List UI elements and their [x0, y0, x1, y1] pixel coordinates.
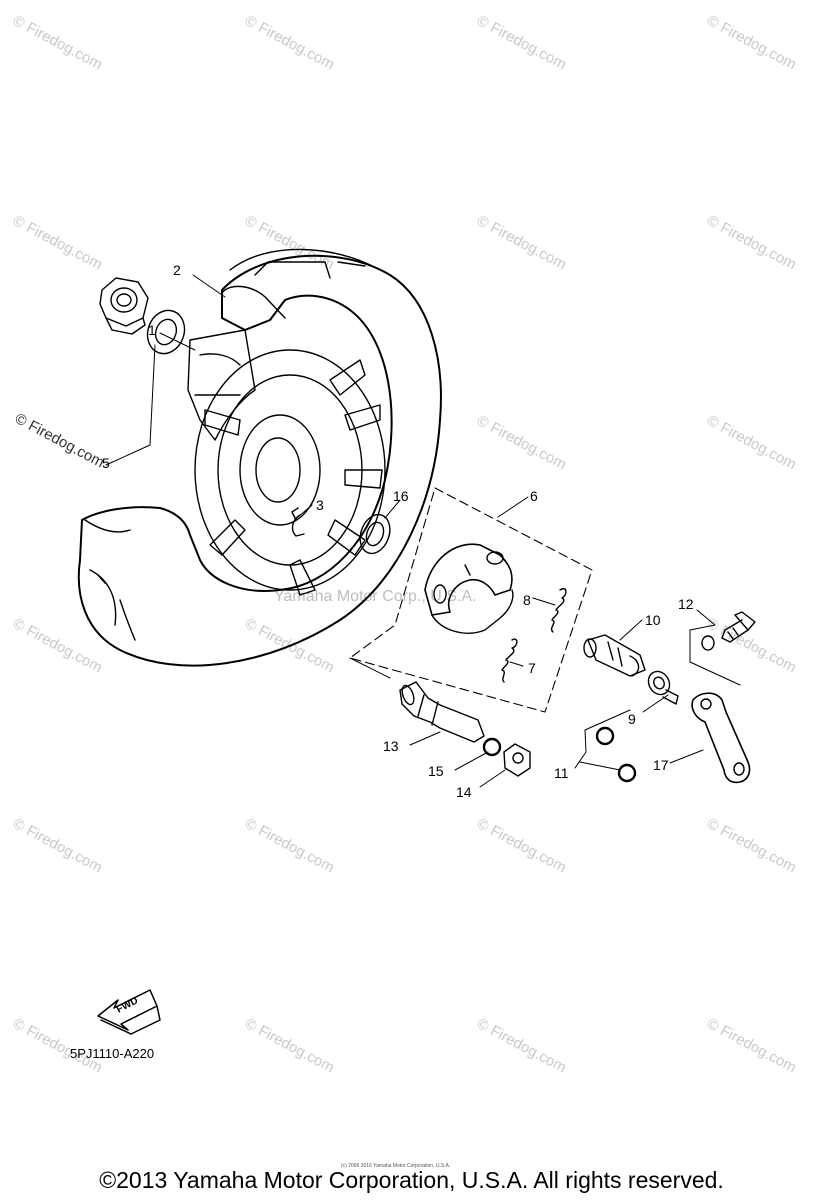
- axle-drawing: [399, 681, 485, 743]
- callout-12: 12: [678, 596, 694, 612]
- tiny-copyright: (c) 2006 2016 Yamaha Motor Corporation, …: [341, 1163, 451, 1169]
- callout-2: 2: [173, 262, 181, 278]
- washer-drawing: [146, 309, 186, 355]
- callout-17: 17: [653, 757, 669, 773]
- diagram-code: 5PJ1110-A220: [70, 1046, 155, 1061]
- callout-1: 1: [148, 322, 156, 338]
- camshaft-drawing: [583, 634, 646, 677]
- footer-copyright: ©2013 Yamaha Motor Corporation, U.S.A. A…: [99, 1167, 724, 1193]
- axle-nut-drawing: [99, 277, 149, 335]
- fwd-arrow: [97, 989, 161, 1035]
- collar-drawing: [482, 737, 531, 777]
- callout-9: 9: [628, 711, 636, 727]
- callout-3: 3: [316, 497, 324, 513]
- indicator-plate-drawing: [647, 670, 679, 705]
- rim-drawing: [187, 329, 386, 596]
- callout-14: 14: [456, 784, 472, 800]
- callout-11: 11: [554, 765, 569, 781]
- callout-15: 15: [428, 763, 444, 779]
- callout-5: 5: [102, 455, 110, 471]
- callout-16: 16: [393, 488, 409, 504]
- bolt-drawing: [721, 611, 756, 643]
- brake-shoe-set-box: [349, 487, 593, 713]
- callout-8: 8: [523, 592, 531, 608]
- camshaft-lever-drawing: [691, 692, 751, 784]
- callout-7: 7: [528, 660, 536, 676]
- tire-drawing: [77, 248, 442, 667]
- callout-13: 13: [383, 738, 399, 754]
- callout-10: 10: [645, 612, 661, 628]
- spring-drawing: [501, 588, 567, 683]
- oil-seal-drawing: [359, 513, 391, 555]
- callout-6: 6: [530, 488, 538, 504]
- brake-shoe-drawing: [424, 543, 514, 634]
- leader-lines: [105, 274, 741, 788]
- circlip-drawing: [595, 726, 637, 783]
- bolt-washer-drawing: [701, 635, 715, 651]
